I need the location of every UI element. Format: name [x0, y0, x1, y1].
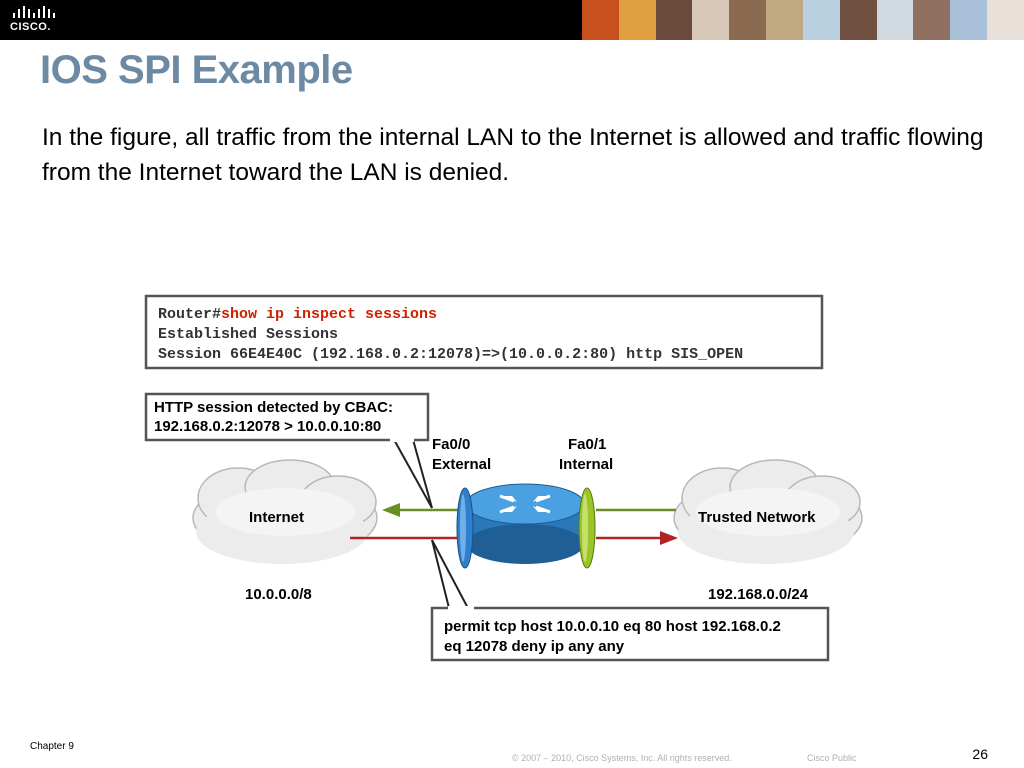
header-photo-strip	[582, 0, 1024, 40]
header-photo-tile	[766, 0, 803, 40]
header-photo-tile	[618, 0, 656, 40]
header-photo-tile	[655, 0, 693, 40]
header-photo-tile	[802, 0, 840, 40]
header-bar: CISCO.	[0, 0, 1024, 40]
internet-cloud-icon	[192, 459, 378, 564]
red-arrow-inbound	[350, 531, 678, 545]
cli-line-3: Session 66E4E40C (192.168.0.2:12078)=>(1…	[158, 346, 743, 363]
fa00-name-label: Fa0/0	[432, 436, 470, 453]
router-icon	[465, 483, 585, 564]
page-number: 26	[972, 746, 988, 762]
cisco-wordmark: CISCO.	[10, 21, 51, 33]
header-photo-tile	[729, 0, 767, 40]
trusted-network-label: Trusted Network	[698, 509, 816, 526]
acl-callout-box	[430, 606, 830, 662]
cbac-callout-pointer	[390, 435, 433, 509]
header-photo-tile	[839, 0, 877, 40]
trusted-network-cloud-icon	[673, 459, 863, 564]
cli-line-2: Established Sessions	[158, 326, 338, 343]
footer-classification: Cisco Public	[807, 753, 857, 763]
header-photo-tile	[987, 0, 1024, 40]
slide-title: IOS SPI Example	[40, 48, 353, 92]
fa00-interface-icon	[456, 487, 474, 569]
fa01-interface-icon	[578, 487, 596, 569]
cbac-callout-line-2: 192.168.0.2:12078 > 10.0.0.10:80	[154, 418, 381, 435]
cbac-callout-box	[144, 392, 430, 442]
internet-subnet-label: 10.0.0.0/8	[245, 586, 312, 603]
header-photo-tile	[950, 0, 988, 40]
header-photo-tile	[876, 0, 914, 40]
slide-body-text: In the figure, all traffic from the inte…	[42, 124, 984, 186]
fa00-role-label: External	[432, 456, 491, 473]
header-photo-tile	[913, 0, 951, 40]
green-arrow-outbound	[382, 503, 676, 517]
cisco-bridge-icon	[13, 6, 55, 18]
internet-label: Internet	[249, 509, 304, 526]
header-photo-tile	[692, 0, 730, 40]
fa01-name-label: Fa0/1	[568, 436, 606, 453]
acl-callout-line-1: permit tcp host 10.0.0.10 eq 80 host 192…	[444, 618, 781, 635]
footer-chapter: Chapter 9	[30, 741, 74, 752]
cli-output-box	[144, 294, 824, 370]
header-photo-tile	[582, 0, 619, 40]
acl-callout-line-2: eq 12078 deny ip any any	[444, 638, 625, 655]
cli-line-1: Router#show ip inspect sessions	[158, 306, 437, 323]
fa01-role-label: Internal	[559, 456, 613, 473]
cbac-callout-line-1: HTTP session detected by CBAC:	[154, 399, 393, 416]
footer-copyright: © 2007 – 2010, Cisco Systems, Inc. All r…	[512, 753, 732, 763]
cisco-logo: CISCO.	[10, 4, 66, 36]
trusted-network-subnet-label: 192.168.0.0/24	[708, 586, 809, 603]
